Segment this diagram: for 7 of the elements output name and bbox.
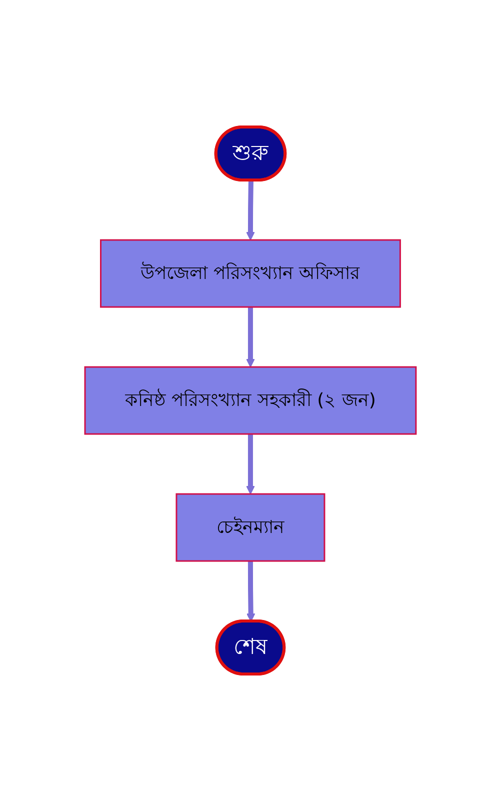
arrow xyxy=(246,306,254,367)
arrow xyxy=(246,560,255,622)
node-box: উপজেলা পরিসংখ্যান অফিসার xyxy=(100,238,400,308)
arrow xyxy=(246,180,254,240)
node-box: কনিষ্ঠ পরিসংখ্যান সহকারী (২ জন) xyxy=(84,366,416,434)
node-box: চেইনম্যান xyxy=(175,492,325,562)
arrow xyxy=(246,434,254,494)
